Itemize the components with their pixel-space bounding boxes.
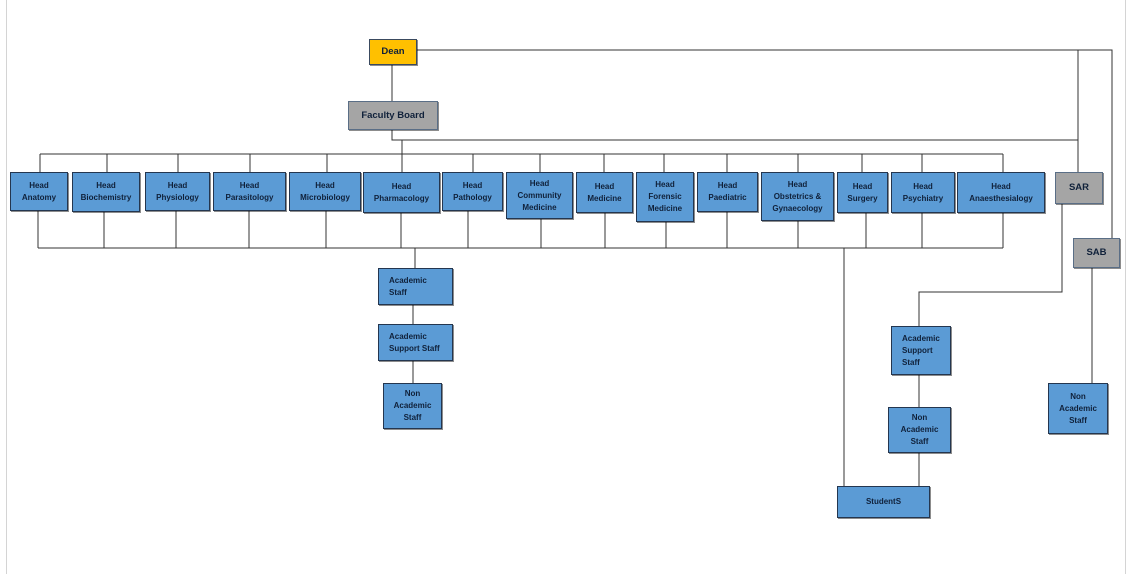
sar-academic-support-staff-box: Academic Support Staff bbox=[891, 326, 951, 375]
head-obstetrics-gynaecology-box: Head Obstetrics & Gynaecology bbox=[761, 172, 834, 221]
head-paediatric-box: Head Paediatric bbox=[697, 172, 758, 212]
head-community-medicine-box: Head Community Medicine bbox=[506, 172, 573, 219]
sab-non-academic-staff-box: Non Academic Staff bbox=[1048, 383, 1108, 434]
head-pharmacology-box: Head Pharmacology bbox=[363, 172, 440, 213]
head-forensic-medicine-box: Head Forensic Medicine bbox=[636, 172, 694, 222]
head-parasitology-box: Head Parasitology bbox=[213, 172, 286, 211]
head-biochemistry-box: Head Biochemistry bbox=[72, 172, 140, 212]
head-physiology-box: Head Physiology bbox=[145, 172, 210, 211]
sar-non-academic-staff-box: Non Academic Staff bbox=[888, 407, 951, 453]
head-anatomy-box: Head Anatomy bbox=[10, 172, 68, 211]
non-academic-staff-box: Non Academic Staff bbox=[383, 383, 442, 429]
head-medicine-box: Head Medicine bbox=[576, 172, 633, 213]
sab-box: SAB bbox=[1073, 238, 1120, 268]
students-box: StudentS bbox=[837, 486, 930, 518]
page-frame bbox=[6, 0, 1126, 574]
head-microbiology-box: Head Microbiology bbox=[289, 172, 361, 211]
head-psychiatry-box: Head Psychiatry bbox=[891, 172, 955, 213]
dean-box: Dean bbox=[369, 39, 417, 65]
head-anaesthesialogy-box: Head Anaesthesialogy bbox=[957, 172, 1045, 213]
academic-support-staff-box: Academic Support Staff bbox=[378, 324, 453, 361]
sar-box: SAR bbox=[1055, 172, 1103, 204]
head-pathology-box: Head Pathology bbox=[442, 172, 503, 211]
head-surgery-box: Head Surgery bbox=[837, 172, 888, 213]
academic-staff-box: Academic Staff bbox=[378, 268, 453, 305]
faculty-board-box: Faculty Board bbox=[348, 101, 438, 130]
